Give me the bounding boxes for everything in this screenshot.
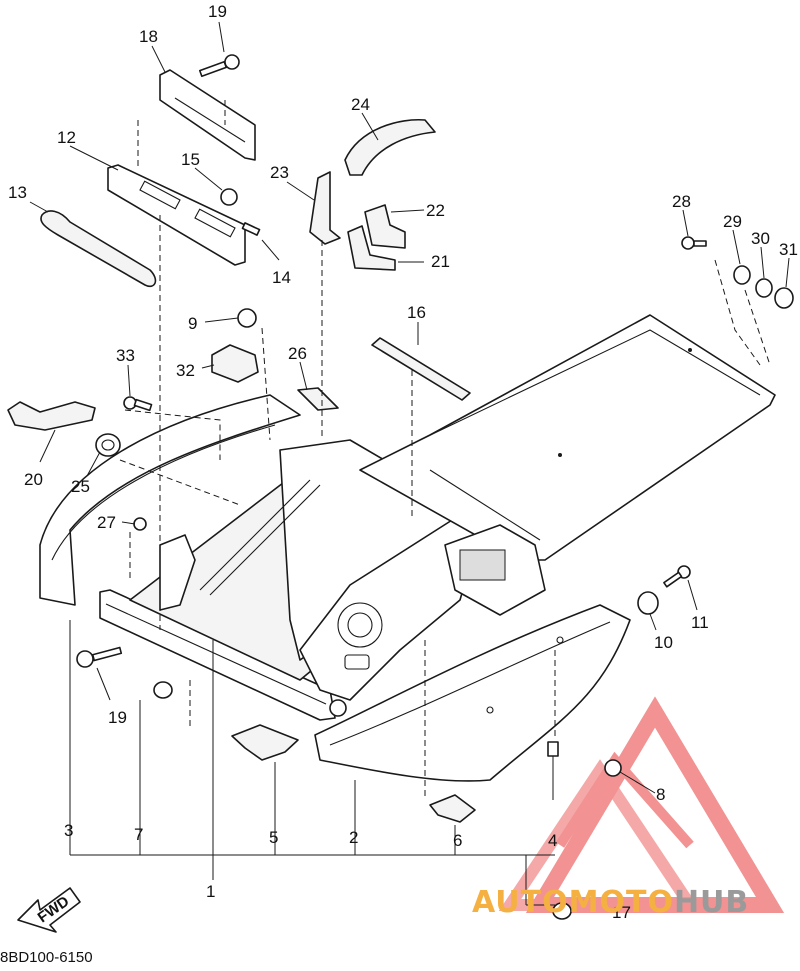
callout-1: 1 bbox=[206, 882, 215, 901]
part-25 bbox=[95, 433, 121, 457]
callout-16: 16 bbox=[407, 303, 426, 322]
callout-18: 18 bbox=[139, 27, 158, 46]
callout-24: 24 bbox=[351, 95, 370, 114]
part-27 bbox=[133, 517, 147, 531]
watermark-text-part1: AUTOMOTO bbox=[472, 885, 674, 920]
callout-26: 26 bbox=[288, 344, 307, 363]
guide-lines bbox=[119, 100, 771, 800]
bolt-33 bbox=[123, 396, 153, 412]
callout-20: 20 bbox=[24, 470, 43, 489]
callout-8: 8 bbox=[656, 785, 665, 804]
callout-3: 3 bbox=[64, 821, 73, 840]
part-12 bbox=[107, 164, 246, 266]
callout-7: 7 bbox=[134, 825, 143, 844]
leader-lines bbox=[29, 21, 790, 794]
callout-15: 15 bbox=[181, 150, 200, 169]
part-13 bbox=[40, 210, 157, 288]
callout-32: 32 bbox=[176, 361, 195, 380]
part-24 bbox=[344, 118, 436, 176]
callout-33: 33 bbox=[116, 346, 135, 365]
side-cover-part-2 bbox=[314, 604, 631, 782]
part-21 bbox=[347, 225, 396, 271]
bolt-11 bbox=[663, 565, 691, 588]
part-9 bbox=[237, 308, 257, 328]
callout-23: 23 bbox=[270, 163, 289, 182]
part-26 bbox=[297, 387, 339, 411]
callout-6: 6 bbox=[453, 831, 462, 850]
callout-9: 9 bbox=[188, 314, 197, 333]
callout-numbers: 19 18 24 12 15 23 22 13 21 14 28 29 30 3… bbox=[8, 2, 798, 922]
part-15 bbox=[220, 188, 238, 206]
callout-19-top: 19 bbox=[208, 2, 227, 21]
callout-25: 25 bbox=[71, 477, 90, 496]
part-23 bbox=[309, 171, 341, 245]
bolt-19-top bbox=[198, 54, 240, 78]
watermark-text: AUTOMOTOHUB bbox=[472, 885, 749, 920]
callout-31: 31 bbox=[779, 240, 798, 259]
part-14 bbox=[241, 222, 261, 236]
callout-29: 29 bbox=[723, 212, 742, 231]
callout-22: 22 bbox=[426, 201, 445, 220]
callout-30: 30 bbox=[751, 229, 770, 248]
part-22 bbox=[364, 204, 406, 249]
part-4-wire bbox=[547, 741, 559, 800]
rear-frame-assembly bbox=[39, 314, 776, 721]
part-17 bbox=[552, 902, 572, 920]
part-20 bbox=[7, 401, 96, 431]
part-7 bbox=[153, 681, 173, 699]
bolt-19-lower bbox=[76, 646, 123, 668]
part-32 bbox=[211, 344, 259, 383]
callout-28: 28 bbox=[672, 192, 691, 211]
watermark-logo bbox=[498, 696, 785, 913]
forward-arrow-icon: FWD bbox=[17, 887, 81, 933]
part-5 bbox=[231, 724, 299, 761]
callout-12: 12 bbox=[57, 128, 76, 147]
callout-27: 27 bbox=[97, 513, 116, 532]
callout-21: 21 bbox=[431, 252, 450, 271]
callout-4: 4 bbox=[548, 831, 557, 850]
callout-11: 11 bbox=[691, 613, 709, 632]
callout-5: 5 bbox=[269, 828, 278, 847]
part-10 bbox=[637, 591, 659, 615]
fastener-set-28-31 bbox=[681, 236, 794, 309]
bottom-bracket bbox=[69, 620, 555, 906]
callout-10: 10 bbox=[654, 633, 673, 652]
callout-14: 14 bbox=[272, 268, 291, 287]
drawing-code: 8BD100-6150 bbox=[0, 949, 93, 966]
callout-17: 17 bbox=[612, 903, 631, 922]
part-18 bbox=[159, 69, 256, 161]
part-8 bbox=[604, 759, 622, 777]
part-6 bbox=[429, 794, 476, 823]
part-16 bbox=[371, 337, 471, 401]
callout-13: 13 bbox=[8, 183, 27, 202]
watermark-text-part2: HUB bbox=[674, 885, 749, 920]
callout-19-lower: 19 bbox=[108, 708, 127, 727]
callout-2: 2 bbox=[349, 828, 358, 847]
